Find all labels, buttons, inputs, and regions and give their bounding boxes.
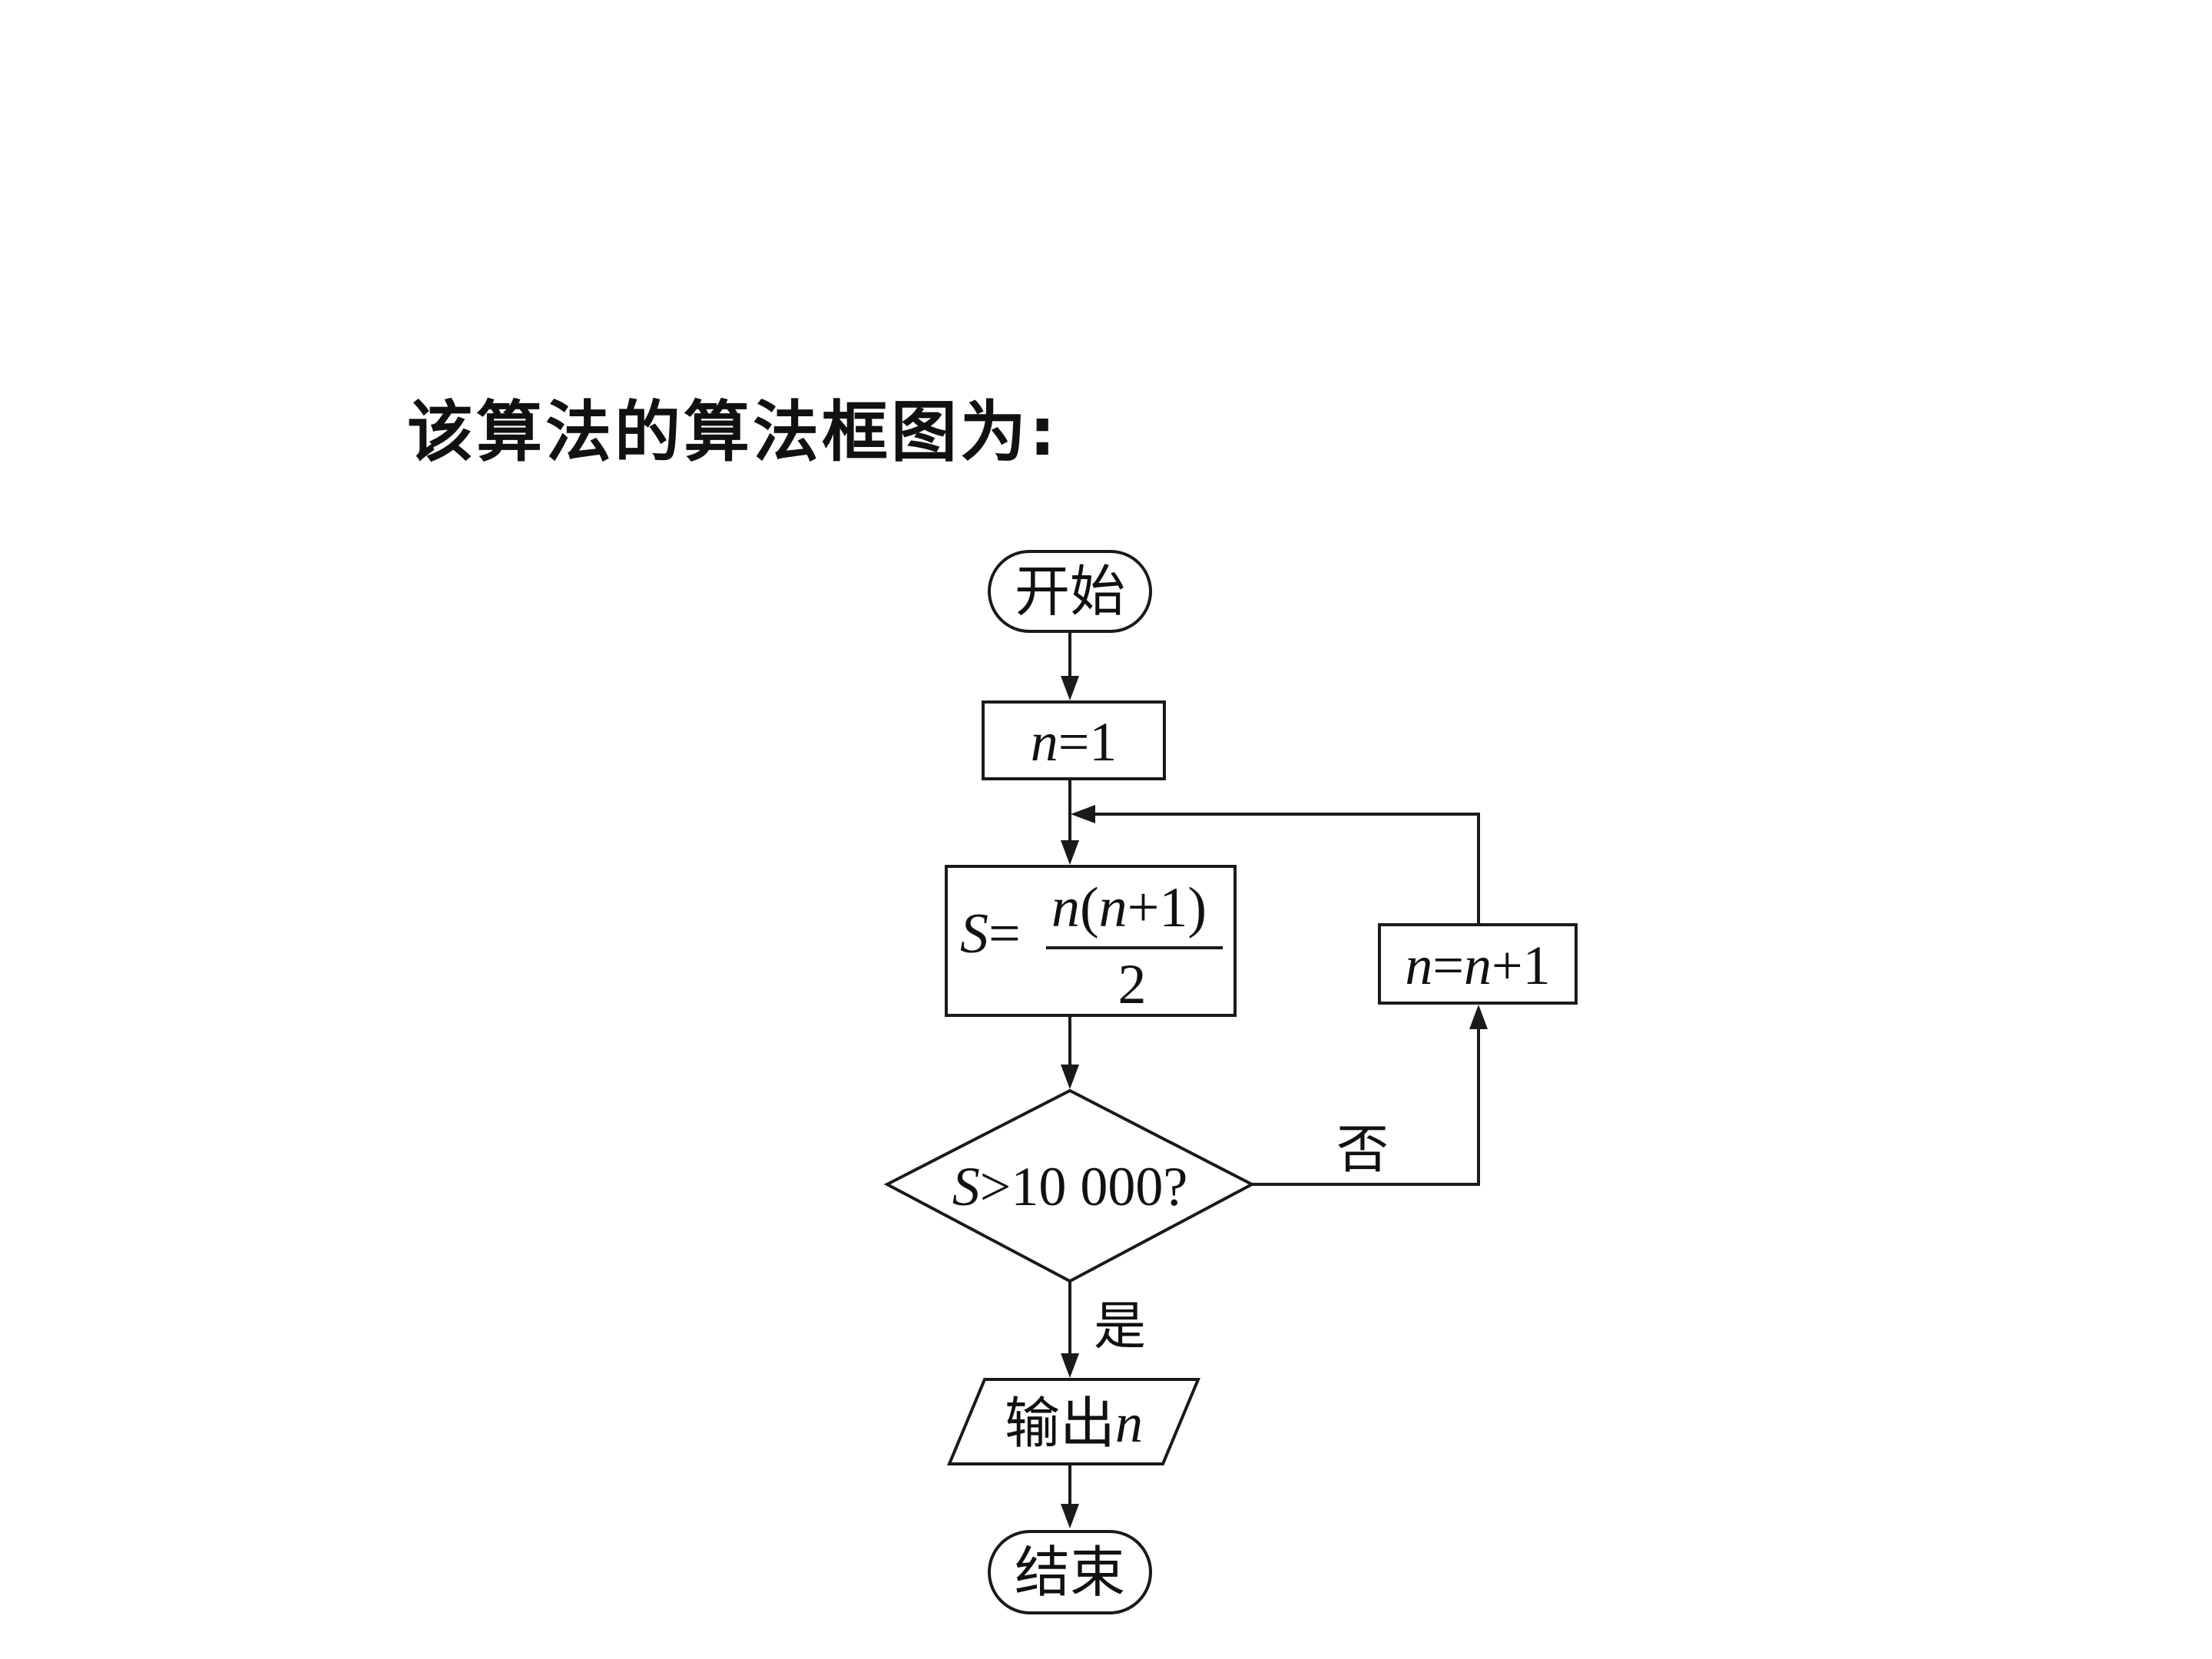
no-label: 否 <box>1336 1120 1389 1181</box>
heading: 该算法的算法框图为: <box>407 394 1059 471</box>
output-node: 输出n <box>946 1378 1201 1465</box>
arrowhead <box>1061 1504 1079 1528</box>
arrowhead <box>1469 1005 1488 1029</box>
compute-numerator: n(n+1) <box>1051 876 1207 939</box>
arrowhead <box>1061 840 1079 865</box>
output-label: 输出n <box>1005 1391 1143 1455</box>
start-label: 开始 <box>1015 559 1125 624</box>
decision-node: S>10 000? <box>883 1088 1256 1283</box>
end-label: 结束 <box>1015 1540 1125 1604</box>
increment-node: n=n+1 <box>1378 923 1578 1005</box>
init-label: n=1 <box>1031 711 1118 773</box>
end-node: 结束 <box>988 1530 1152 1614</box>
compute-denominator: 2 <box>1118 953 1147 1016</box>
arrowhead <box>1061 1353 1079 1378</box>
init-node: n=1 <box>982 700 1166 780</box>
start-node: 开始 <box>988 550 1152 633</box>
compute-node: S= n(n+1) 2 <box>945 865 1237 1017</box>
arrow-no-branch <box>1252 1017 1480 1186</box>
arrowhead <box>1061 1065 1079 1089</box>
increment-label: n=n+1 <box>1405 935 1550 996</box>
arrowhead <box>1071 805 1095 823</box>
arrow-loop-back <box>1084 813 1480 925</box>
yes-label: 是 <box>1094 1296 1146 1357</box>
decision-label: S>10 000? <box>952 1156 1188 1217</box>
arrowhead <box>1061 676 1079 700</box>
compute-lhs: S= <box>960 902 1021 965</box>
